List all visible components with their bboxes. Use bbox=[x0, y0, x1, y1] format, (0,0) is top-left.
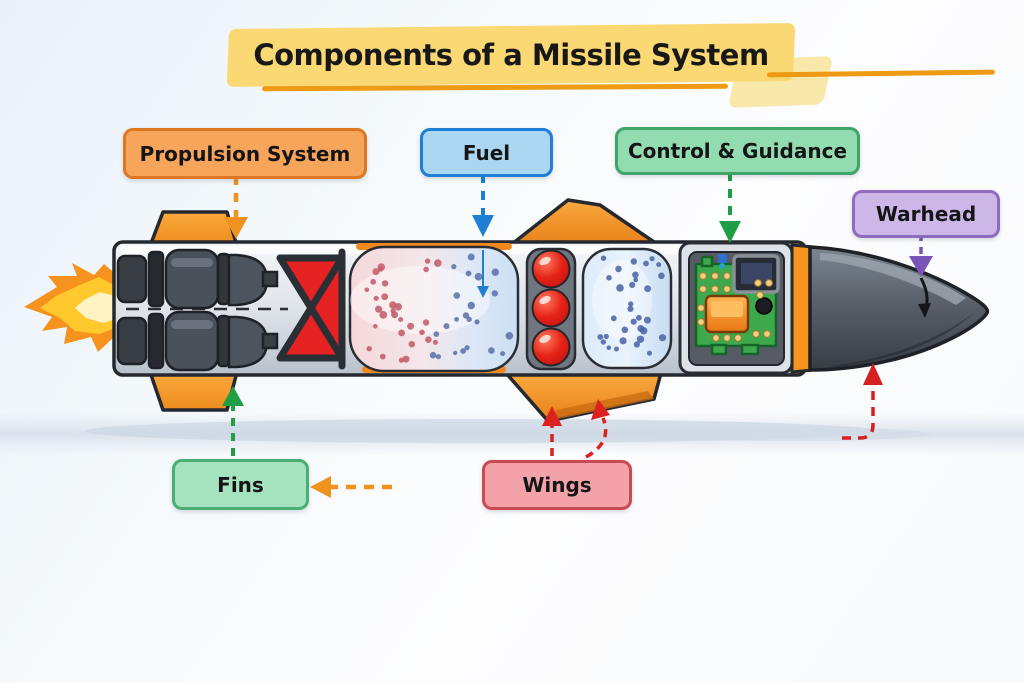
label-warhead: Warhead bbox=[852, 190, 1000, 238]
engine-nozzle-top bbox=[116, 248, 279, 310]
oxidizer-tank bbox=[581, 247, 673, 370]
warhead-up-arrow bbox=[842, 363, 883, 440]
label-fuel-text: Fuel bbox=[462, 140, 511, 165]
ground-shadow bbox=[0, 412, 1024, 456]
control-guidance-arrow bbox=[719, 172, 741, 243]
label-fins: Fins bbox=[172, 459, 309, 510]
structural-truss bbox=[276, 248, 346, 370]
label-propulsion-text: Propulsion System bbox=[139, 141, 351, 166]
title-banner: Components of a Missile System bbox=[226, 22, 834, 108]
label-fuel: Fuel bbox=[420, 128, 553, 177]
fuel-dots bbox=[364, 253, 514, 363]
engine-nozzle-bottom bbox=[116, 310, 279, 372]
fins-arrow bbox=[222, 386, 244, 456]
label-warhead-text: Warhead bbox=[875, 202, 977, 226]
label-propulsion-system: Propulsion System bbox=[123, 128, 367, 179]
label-control-guidance-text: Control & Guidance bbox=[627, 139, 848, 163]
guidance-module bbox=[678, 241, 794, 375]
propulsion-arrow bbox=[224, 176, 248, 239]
wings-arrow-right bbox=[585, 399, 610, 459]
oxidizer-spheres bbox=[525, 247, 577, 371]
fuel-tank bbox=[348, 243, 520, 373]
wings-arrow-left bbox=[542, 406, 562, 456]
circuit-board-icon bbox=[694, 254, 780, 356]
fins-side-arrow bbox=[310, 476, 392, 498]
exhaust-flame-icon bbox=[24, 263, 124, 352]
label-control-guidance: Control & Guidance bbox=[615, 127, 860, 175]
oxidizer-dots bbox=[597, 255, 667, 356]
label-wings-text: Wings bbox=[522, 473, 592, 497]
warhead-nose-cone bbox=[808, 245, 990, 372]
page-title: Components of a Missile System bbox=[253, 38, 769, 72]
fuel-arrow bbox=[472, 174, 494, 298]
wing-top bbox=[510, 198, 659, 246]
label-wings: Wings bbox=[482, 460, 632, 510]
label-fins-text: Fins bbox=[217, 472, 264, 497]
